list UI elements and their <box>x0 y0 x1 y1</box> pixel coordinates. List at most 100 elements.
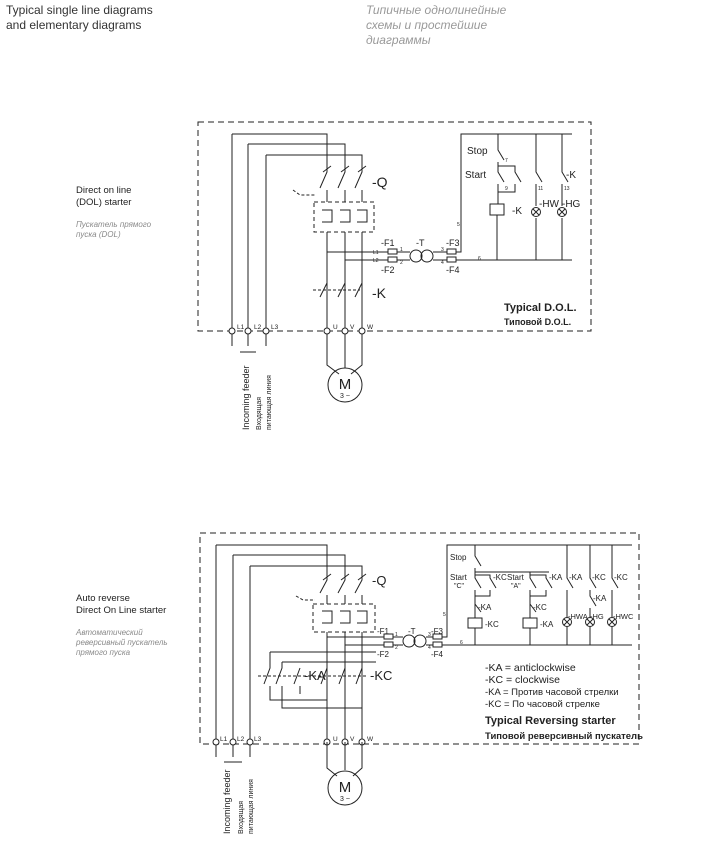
header-title-ru-line2: схемы и простейшие <box>366 18 488 32</box>
rev-ka-contact-3 <box>293 667 301 694</box>
dol-label-hg: -HG <box>562 199 581 210</box>
rev-term-2: 2 <box>395 645 398 651</box>
dol-q-marks <box>322 165 367 173</box>
rev-label-v: V <box>350 736 355 743</box>
dol-hw-lamp <box>531 207 541 217</box>
dol-main-bus <box>326 232 363 345</box>
rev-motor-symbol <box>327 770 363 806</box>
dol-wire-l1 <box>231 133 328 346</box>
dol-term-1: 1 <box>400 247 403 253</box>
rev-main-bus <box>326 632 363 742</box>
dol-q-trip-box <box>313 201 375 233</box>
dol-motor-label: M <box>339 376 352 393</box>
header-title-en: Typical single line diagrams and element… <box>6 3 206 33</box>
rev-label-w: W <box>367 736 374 743</box>
rev-label-start-a-sub: "A" <box>511 583 521 590</box>
rev-label-stop: Stop <box>450 553 467 562</box>
dol-label-q: -Q <box>372 174 388 190</box>
rev-fuse-f2 <box>383 641 394 648</box>
dol-term-9: 9 <box>505 186 508 192</box>
rev-caption-ru: Типовой реверсивный пускатель <box>485 731 643 742</box>
rev-label-t: -T <box>408 627 416 636</box>
rev-transformer-secondary <box>413 634 427 648</box>
rev-hwa-lamp <box>562 617 572 627</box>
dol-fuse-wires <box>397 251 410 261</box>
rev-text-layer: -Q -KA -KC -F1 -F2 -T -F3 -F4 1 2 3 4 5 … <box>220 553 643 834</box>
dol-feeder-en: Incoming feeder <box>241 365 251 430</box>
dol-label-k-coil: -K <box>512 206 522 217</box>
rev-transformer-primary <box>402 634 416 648</box>
dol-wire-l3 <box>265 154 363 346</box>
rev-legend-ka-en: -KA = anticlockwise <box>485 662 576 674</box>
dol-k-contact-3 <box>354 275 363 310</box>
rev-label-ka-coil: -KA <box>540 620 554 629</box>
rev-side-label-en: Auto reverse Direct On Line starter <box>76 593 186 617</box>
dol-label-hw: -HW <box>539 199 560 210</box>
dol-label-k: -K <box>372 285 387 301</box>
rev-label-ka-lamp: -KA <box>569 573 583 582</box>
dol-term-2: 2 <box>400 260 403 266</box>
rev-term-4: 4 <box>428 645 431 651</box>
rev-label-l3: L3 <box>254 736 262 743</box>
dol-motor-leads <box>326 345 363 375</box>
dol-label-f3: -F3 <box>446 238 460 248</box>
rev-ka-hold-contact <box>530 574 553 597</box>
dol-term-4: 4 <box>441 260 444 266</box>
dol-fuse-f4 <box>446 256 457 263</box>
rev-hg-lamp <box>585 617 595 627</box>
dol-label-t: -T <box>416 238 425 248</box>
dol-term-5: 5 <box>457 222 460 228</box>
rev-label-kc-interlock: -KC <box>533 603 547 612</box>
dol-terminal-l2 <box>244 327 252 335</box>
rev-ka-coil <box>522 617 538 629</box>
dol-label-u: U <box>333 324 338 331</box>
dol-label-v: V <box>350 324 355 331</box>
dol-hw-lamp-x <box>532 208 540 216</box>
rev-control-tap <box>327 636 384 646</box>
rev-wire-l1 <box>215 544 328 757</box>
dol-q-contact-2 <box>337 163 346 202</box>
rev-label-ka-hg: -KA <box>593 594 607 603</box>
dol-control-tap <box>327 251 388 261</box>
rev-kc-coil <box>467 617 483 629</box>
rev-side-label-ru: Автоматический реверсивный пускатель пря… <box>76 628 186 658</box>
rev-side-ru-line1: Автоматический <box>76 628 143 637</box>
rev-q-contact-1 <box>319 572 328 604</box>
header-title-en-line2: and elementary diagrams <box>6 18 142 32</box>
rev-hwa-branch <box>566 545 574 645</box>
rev-feeder-ru1: Входящая <box>238 801 245 834</box>
dol-transformer-secondary <box>420 249 434 263</box>
rev-transformer-out <box>426 636 433 646</box>
dol-label-l24: L2 <box>373 258 379 264</box>
dol-label-l1: L1 <box>237 324 245 331</box>
rev-feeder-ru2: питающая линия <box>248 779 255 834</box>
dol-k-coil <box>489 203 505 216</box>
dol-terminal-l3 <box>262 327 270 335</box>
dol-label-l2: L2 <box>254 324 262 331</box>
rev-side-ru-line2: реверсивный пускатель <box>76 638 168 647</box>
dol-k-contact-1 <box>319 275 328 310</box>
header-title-ru-line1: Типичные однолинейные <box>366 3 507 17</box>
rev-label-hwc: -HWC <box>613 612 634 621</box>
dol-q-mechanism <box>292 189 315 196</box>
rev-ka-contact-1 <box>263 652 327 701</box>
rev-hg-lamp-x <box>586 618 594 626</box>
rev-caption-en: Typical Reversing starter <box>485 715 616 727</box>
dol-label-f1: -F1 <box>381 238 395 248</box>
rev-label-kc-coil: -KC <box>485 620 499 629</box>
rev-hwc-branch <box>611 545 619 645</box>
dol-transformer-primary <box>409 249 423 263</box>
rev-side-ru-line3: прямого пуска <box>76 648 131 657</box>
rev-ka-contact-2 <box>275 662 362 709</box>
dol-label-start: Start <box>465 170 486 181</box>
rev-kc-hold-contact <box>475 574 497 597</box>
rev-legend-ka-ru: -KA = Против часовой стрелки <box>485 687 619 698</box>
dol-term-7: 7 <box>505 158 508 164</box>
rev-hg-branch <box>589 545 597 645</box>
rev-legend-kc-en: -KC = clockwise <box>485 674 560 686</box>
dol-feeder-ru2: питающая линия <box>266 375 273 430</box>
rev-label-start-c: Start <box>450 573 468 582</box>
dol-hw-branch <box>535 134 543 260</box>
rev-stop-button <box>474 545 549 573</box>
